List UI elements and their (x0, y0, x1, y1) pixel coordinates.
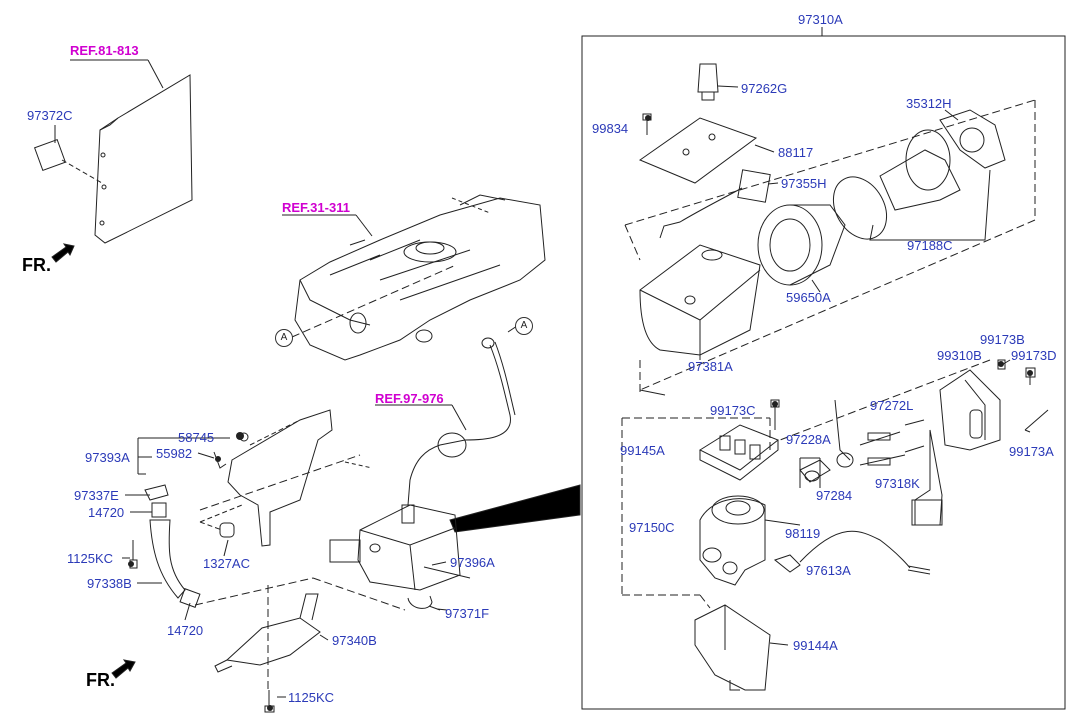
part-label-58745[interactable]: 58745 (178, 430, 215, 445)
part-label-59650A[interactable]: 59650A (786, 290, 831, 305)
top-components-drawing (624, 63, 1036, 396)
fuel-tank-drawing (282, 194, 546, 361)
part-label-97188C[interactable]: 97188C (907, 238, 953, 253)
assembly-frame (581, 35, 1066, 710)
part-label-14720[interactable]: 14720 (167, 623, 204, 638)
side-panel-drawing (33, 59, 193, 244)
part-label-1125KC[interactable]: 1125KC (67, 551, 114, 566)
part-label-1327AC[interactable]: 1327AC (203, 556, 250, 571)
part-label-99145A[interactable]: 99145A (620, 443, 665, 458)
bracket-drawing (199, 409, 333, 547)
part-label-1125KC[interactable]: 1125KC (288, 690, 335, 705)
part-label-99144A[interactable]: 99144A (793, 638, 838, 653)
part-label-97393A[interactable]: 97393A (85, 450, 130, 465)
part-label-99173A[interactable]: 99173A (1009, 444, 1054, 459)
part-label-55982[interactable]: 55982 (156, 446, 193, 461)
part-label-97318K[interactable]: 97318K (875, 476, 920, 491)
part-label-88117[interactable]: 88117 (778, 145, 814, 160)
part-label-97396A[interactable]: 97396A (450, 555, 495, 570)
ref-31-311[interactable]: REF.31-311 (282, 200, 350, 215)
part-label-97228A[interactable]: 97228A (786, 432, 831, 447)
part-label-14720[interactable]: 14720 (88, 505, 125, 520)
hose-drawing (375, 325, 581, 533)
ref-81-813[interactable]: REF.81-813 (70, 43, 139, 58)
part-label-97381A[interactable]: 97381A (688, 359, 733, 374)
part-label-97337E[interactable]: 97337E (74, 488, 119, 503)
part-label-97371F[interactable]: 97371F (445, 606, 490, 621)
part-label-35312H[interactable]: 35312H (906, 96, 952, 111)
part-label-97372C[interactable]: 97372C (27, 108, 73, 123)
part-label-97340B[interactable]: 97340B (332, 633, 377, 648)
connection-marker: A (515, 317, 533, 335)
lower-components-drawing (621, 359, 1049, 691)
part-label-97262G[interactable]: 97262G (741, 81, 788, 96)
part-label-97338B[interactable]: 97338B (87, 576, 132, 591)
part-label-97150C[interactable]: 97150C (629, 520, 675, 535)
part-label-99834[interactable]: 99834 (592, 121, 629, 136)
part-label-97355H[interactable]: 97355H (781, 176, 827, 191)
part-label-99310B[interactable]: 99310B (937, 348, 982, 363)
part-label-97284[interactable]: 97284 (816, 488, 853, 503)
part-label-99173D[interactable]: 99173D (1011, 348, 1057, 363)
connection-marker: A (275, 329, 293, 347)
front-direction-label: FR. (86, 670, 115, 690)
ref-97-976[interactable]: REF.97-976 (375, 391, 444, 406)
assembly-label[interactable]: 97310A (798, 12, 843, 27)
part-label-98119[interactable]: 98119 (785, 526, 821, 541)
front-direction-label: FR. (22, 255, 51, 275)
part-label-97272L[interactable]: 97272L (870, 398, 914, 413)
exhaust-pipe-drawing (129, 484, 321, 713)
part-label-99173C[interactable]: 99173C (710, 403, 756, 418)
part-label-99173B[interactable]: 99173B (980, 332, 1025, 347)
part-label-97613A[interactable]: 97613A (806, 563, 851, 578)
